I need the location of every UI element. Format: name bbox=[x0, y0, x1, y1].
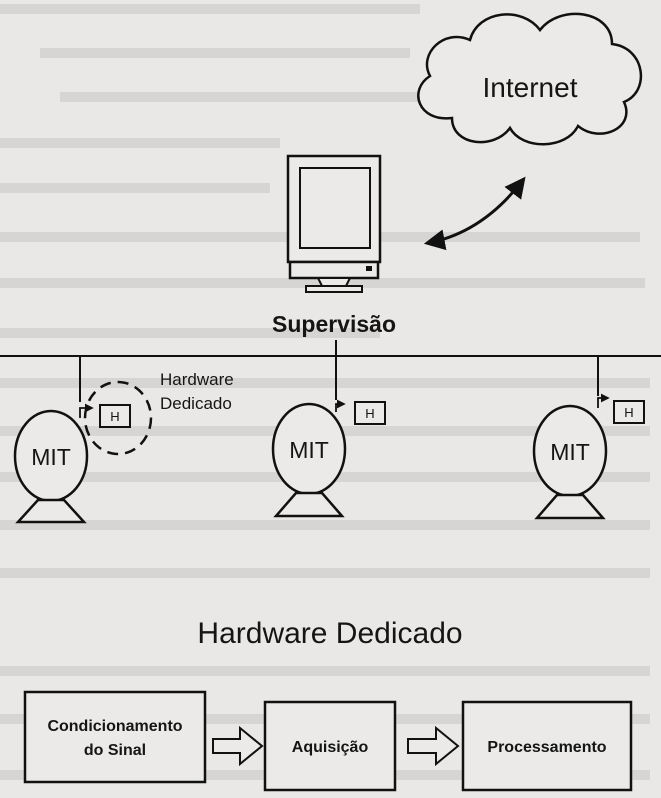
callout-line-2: Dedicado bbox=[160, 394, 232, 413]
hardware-box bbox=[354, 401, 386, 425]
stage-conditioning-line2: do Sinal bbox=[84, 742, 146, 759]
stage-processing-box bbox=[461, 700, 633, 792]
stage-conditioning-box bbox=[23, 690, 207, 784]
hardware-box bbox=[613, 400, 645, 424]
monitor-icon bbox=[286, 154, 382, 293]
motor-label: MIT bbox=[31, 444, 71, 470]
motor-1: MIT H bbox=[13, 403, 131, 524]
stage-acquisition-box bbox=[263, 700, 397, 792]
stage-acquisition-label: Aquisição bbox=[292, 739, 369, 756]
section-title: Hardware Dedicado bbox=[197, 617, 462, 650]
bidirectional-arrow bbox=[423, 176, 526, 251]
motor-label: MIT bbox=[289, 437, 329, 463]
internet-label: Internet bbox=[483, 72, 578, 103]
stage-conditioning-line1: Condicionamento bbox=[47, 718, 182, 735]
pipeline-arrow-1 bbox=[212, 725, 264, 767]
callout-line-1: Hardware bbox=[160, 370, 234, 389]
hardware-box bbox=[99, 404, 131, 428]
hardware-box-label: H bbox=[110, 409, 119, 424]
motor-label: MIT bbox=[550, 439, 590, 465]
motor-2: MIT H bbox=[271, 399, 386, 518]
hardware-box-label: H bbox=[624, 405, 633, 420]
hardware-box-label: H bbox=[365, 406, 374, 421]
internet-cloud: Internet bbox=[417, 12, 643, 146]
dedicated-hardware-highlight bbox=[83, 380, 153, 456]
motor-3: MIT H bbox=[532, 393, 645, 520]
stage-processing-label: Processamento bbox=[487, 739, 606, 756]
supervisor-label: Supervisão bbox=[272, 311, 396, 337]
pipeline-arrow-2 bbox=[407, 725, 460, 767]
cloud-icon bbox=[417, 12, 643, 146]
